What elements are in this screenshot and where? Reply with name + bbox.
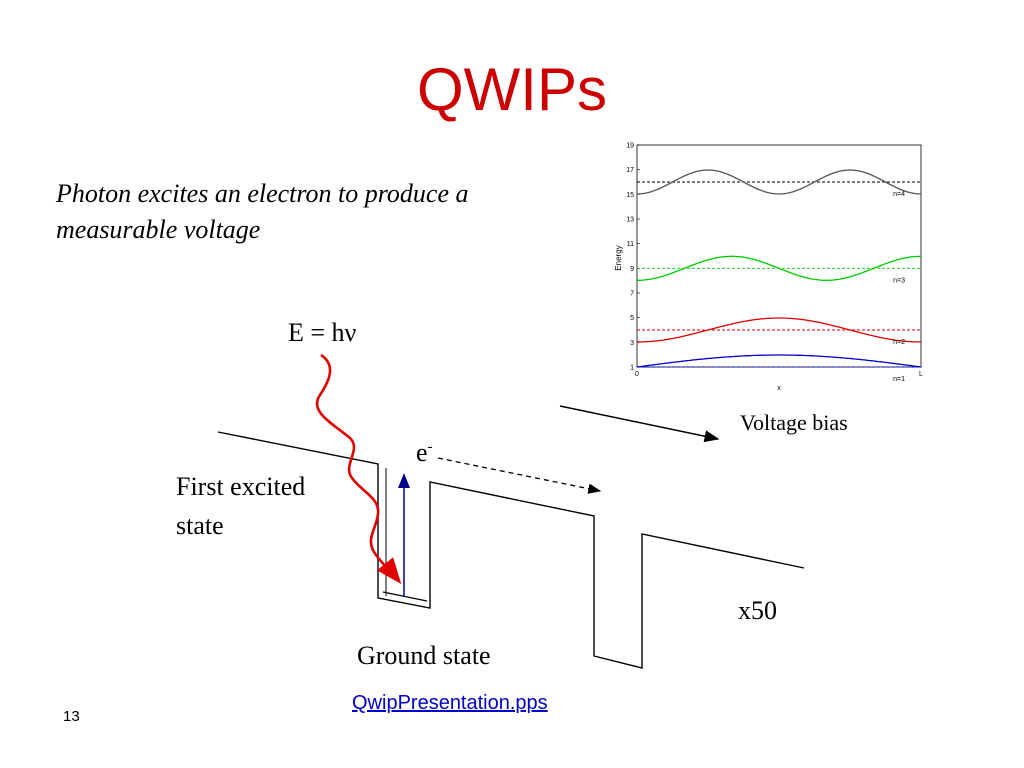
chart-ytick-label: 15 bbox=[626, 192, 634, 199]
slide-subtitle: Photon excites an electron to produce a … bbox=[56, 179, 469, 244]
chart-ytick-label: 1 bbox=[630, 365, 634, 372]
chart-ytick-label: 11 bbox=[627, 241, 634, 248]
chart-xtick-label: L bbox=[919, 371, 923, 378]
chart-ytick-label: 5 bbox=[630, 315, 634, 322]
electron-label: e- bbox=[416, 436, 433, 474]
first-excited-label-line1: First excited bbox=[176, 472, 306, 501]
electron-path-arrow bbox=[437, 457, 602, 494]
electron-symbol: e bbox=[416, 438, 428, 467]
chart-ytick-label: 7 bbox=[630, 291, 634, 298]
chart-xlabel: x bbox=[777, 385, 781, 392]
equation-label: E = hν bbox=[288, 318, 357, 347]
first-excited-label-line2: state bbox=[176, 511, 224, 540]
wavefunction-curve bbox=[637, 255, 922, 281]
page-number: 13 bbox=[63, 708, 80, 725]
chart-series: n=1 n=2 n=3 n=4 bbox=[636, 169, 922, 383]
band-profile bbox=[217, 431, 805, 669]
multiplier-label: x50 bbox=[738, 596, 777, 625]
chart-ytick-label: 9 bbox=[630, 266, 634, 273]
series-label: n=1 bbox=[893, 376, 905, 383]
chart-ytick-label: 17 bbox=[626, 167, 634, 174]
series-label: n=3 bbox=[893, 277, 905, 284]
wavefunction-curve bbox=[636, 169, 922, 195]
chart-ytick-label: 19 bbox=[626, 143, 634, 150]
chart-ylabel: Energy bbox=[614, 245, 623, 270]
chart-xtick-label: 0 bbox=[635, 371, 639, 378]
electron-charge: - bbox=[427, 439, 433, 455]
voltage-bias-arrow bbox=[559, 405, 720, 443]
ground-state-label: Ground state bbox=[357, 641, 491, 670]
chart-ytick-label: 13 bbox=[626, 217, 634, 224]
chart-ytick-label: 3 bbox=[630, 340, 634, 347]
photon-squiggle bbox=[315, 353, 402, 585]
voltage-bias-label: Voltage bias bbox=[740, 410, 848, 435]
wavefunction-curve bbox=[637, 317, 921, 343]
series-label: n=2 bbox=[893, 339, 905, 346]
series-label: n=4 bbox=[893, 191, 905, 198]
slide-title: QWIPs bbox=[417, 56, 607, 123]
ground-state-level bbox=[382, 591, 428, 602]
presentation-link[interactable]: QwipPresentation.pps bbox=[352, 692, 548, 714]
wavefunction-curve bbox=[636, 354, 922, 368]
